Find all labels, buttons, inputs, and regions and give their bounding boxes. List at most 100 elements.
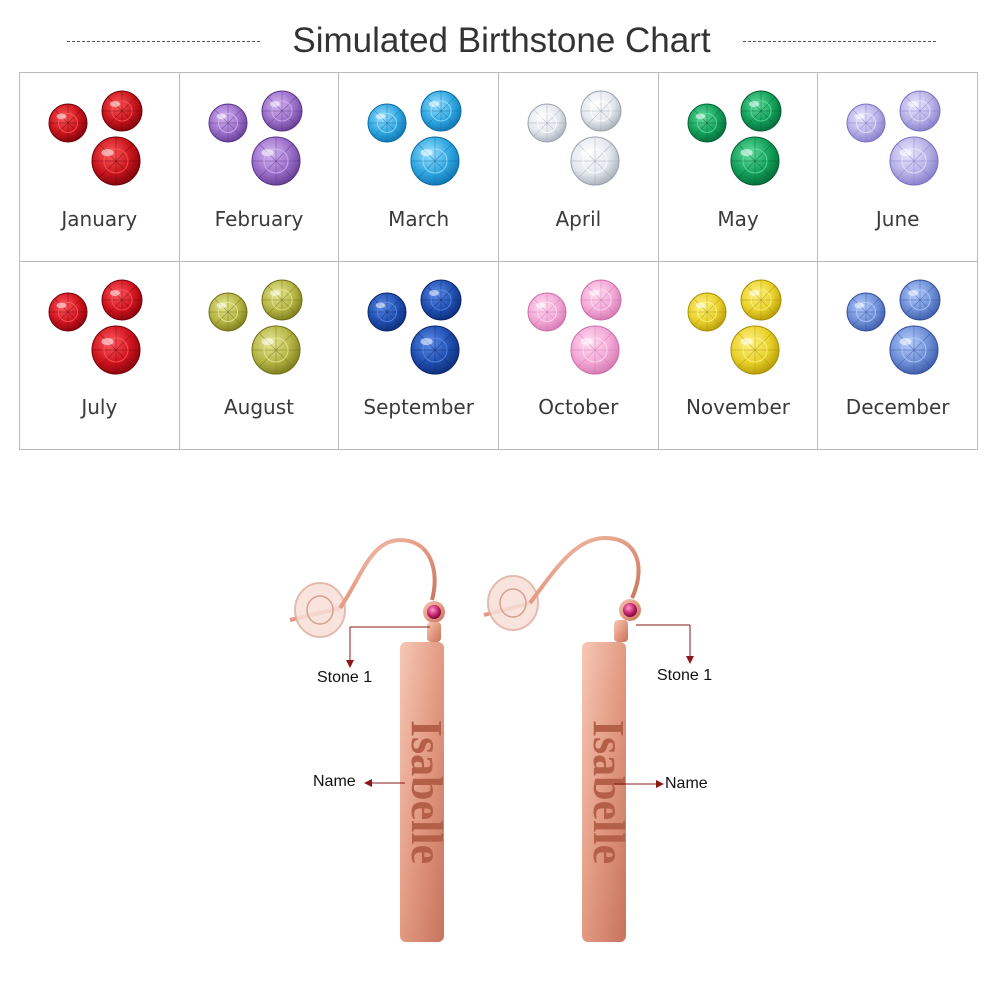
gem-cluster [208,90,303,186]
birthstone-cell-december: December [818,261,978,450]
left-name-plate [400,642,444,942]
birthstone-cell-september: September [339,261,499,450]
birthstone-cell-july: July [20,261,180,450]
top-gem-icon [420,90,462,132]
earring-product-image: Isabelle Isabelle Stone 1 Name Stone [0,470,1000,1000]
left-gem-icon [208,292,248,331]
birthstone-cell-january: January [20,73,180,262]
front-gem-icon [410,325,460,374]
title-divider-left [67,41,260,42]
left-gem-icon [208,103,248,143]
title-divider-right [743,41,936,42]
gem-cluster [527,279,622,374]
front-gem-icon [91,136,141,186]
top-gem-icon [261,279,303,320]
left-gem-icon [527,292,567,331]
front-gem-icon [570,325,620,374]
left-gem-icon [846,292,886,331]
gem-cluster [208,279,303,374]
top-gem-icon [101,279,143,320]
birthstone-cell-june: June [818,73,978,262]
right-jump-ring [614,620,628,642]
gem-cluster [687,279,782,374]
chart-header: Simulated Birthstone Chart [0,18,1000,64]
left-hook [338,537,437,610]
birthstone-cell-march: March [339,73,499,262]
stone-label-right: Stone 1 [657,667,713,684]
front-gem-icon [889,136,939,186]
birthstone-cell-october: October [499,261,659,450]
birthstone-cell-november: November [658,261,819,450]
left-gem-icon [687,103,727,143]
front-gem-icon [251,136,301,186]
right-engraved-name: Isabelle [584,720,633,864]
left-ear-back-ring [306,595,334,625]
name-label-left: Name [313,773,356,790]
birthstone-month-label: July [81,395,118,419]
birthstone-cell-february: February [179,73,340,262]
birthstone-month-label: March [388,206,450,231]
birthstone-cell-august: August [179,261,340,450]
top-gem-icon [261,90,303,132]
right-hook [528,535,641,605]
left-gem-icon [367,292,407,331]
left-jump-ring [427,622,441,642]
top-gem-icon [740,90,782,132]
left-stone-icon [427,605,441,619]
gem-cluster [846,279,941,374]
birthstone-month-label: February [214,206,304,231]
front-gem-icon [251,325,301,374]
birthstone-month-label: August [223,395,294,419]
left-name-arrow-icon [364,779,372,787]
gem-cluster [846,90,941,186]
left-ear-back [294,582,346,638]
right-name-plate [582,642,626,942]
top-gem-icon [580,279,622,320]
stone-label-left: Stone 1 [317,669,373,686]
right-stone-icon [623,603,637,617]
top-gem-icon [740,279,782,320]
birthstone-month-label: May [717,206,759,231]
front-gem-icon [730,136,780,186]
left-gem-icon [367,103,407,143]
birthstone-month-label: April [555,206,602,231]
left-gem-icon [527,103,567,143]
left-engraved-name: Isabelle [402,720,451,864]
front-gem-icon [889,325,939,374]
top-gem-icon [580,90,622,132]
gem-cluster [527,90,622,186]
birthstone-month-label: October [538,395,619,419]
top-gem-icon [899,90,941,132]
birthstone-month-label: November [685,395,791,419]
left-gem-icon [48,292,88,331]
birthstone-month-label: January [61,206,138,231]
front-gem-icon [410,136,460,186]
birthstone-month-label: December [845,395,950,419]
top-gem-icon [420,279,462,320]
right-earring: Isabelle [483,535,694,942]
front-gem-icon [91,325,141,374]
left-gem-icon [48,103,88,143]
left-stone-arrow-icon [346,660,354,668]
gem-cluster [48,90,143,186]
right-name-arrow-icon [656,780,664,788]
birthstone-month-label: June [875,206,920,231]
earrings-illustration: Isabelle Isabelle [289,535,694,942]
birthstone-month-label: September [363,395,474,419]
right-ear-back-ring [499,588,527,618]
gem-cluster [367,279,462,374]
front-gem-icon [730,325,780,374]
name-label-right: Name [665,775,708,792]
birthstone-cell-may: May [658,73,819,262]
top-gem-icon [101,90,143,132]
gem-cluster [367,90,462,186]
gem-cluster [48,279,143,374]
birthstone-cell-april: April [499,73,659,262]
page-title: Simulated Birthstone Chart [292,21,711,60]
left-gem-icon [687,292,727,331]
left-gem-icon [846,103,886,143]
left-earring: Isabelle [289,537,451,942]
top-gem-icon [899,279,941,320]
front-gem-icon [570,136,620,186]
